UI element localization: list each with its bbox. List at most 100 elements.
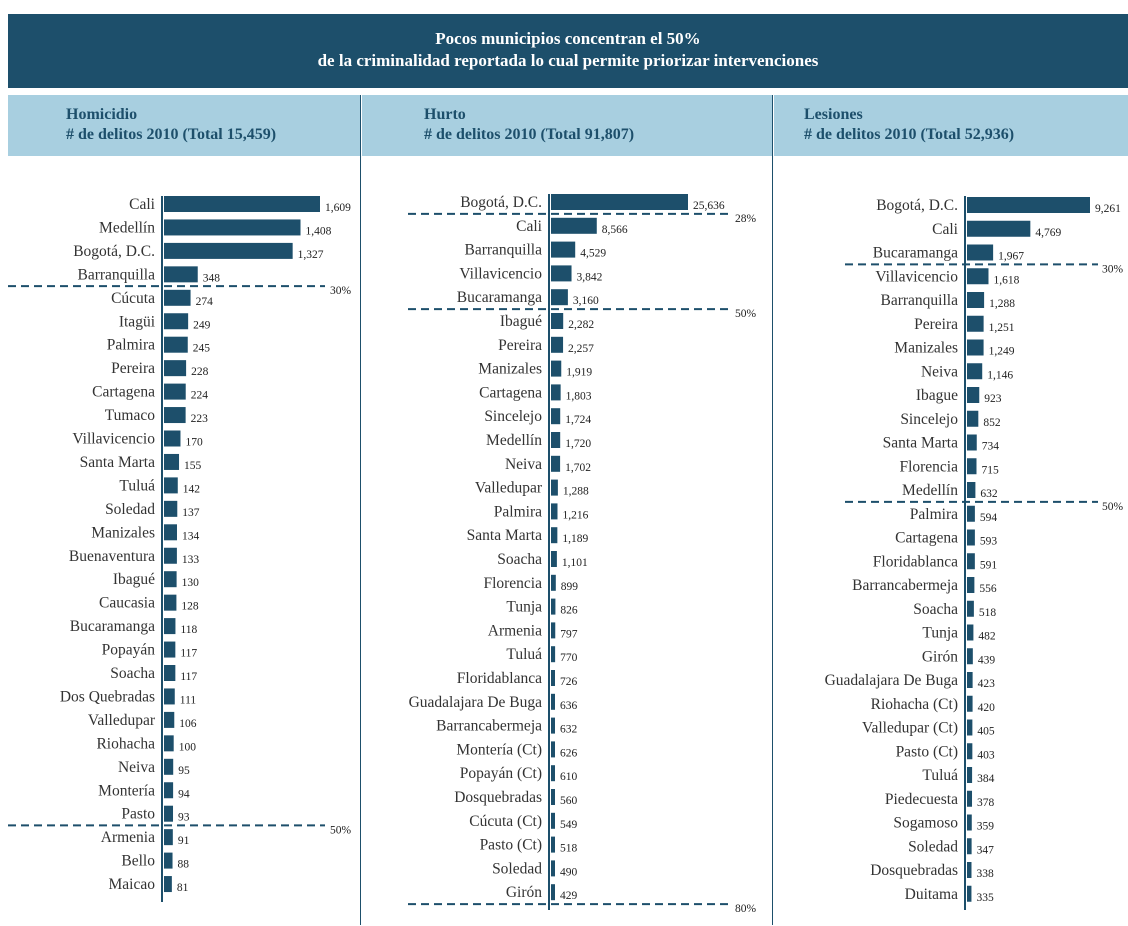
category-label-homicidio: Palmira — [107, 337, 155, 354]
value-label-lesiones: 852 — [983, 417, 1001, 429]
category-label-lesiones: Cali — [932, 221, 959, 238]
value-label-hurto: 1,288 — [563, 486, 589, 498]
bar-homicidio — [164, 289, 191, 306]
value-label-homicidio: 100 — [179, 741, 197, 753]
category-label-homicidio: Bogotá, D.C. — [73, 243, 155, 260]
bar-hurto — [551, 313, 564, 329]
value-label-homicidio: 93 — [178, 812, 190, 824]
panel-subtitle-lesiones: # de delitos 2010 (Total 52,936) — [804, 126, 1015, 143]
bar-lesiones — [967, 814, 972, 831]
value-label-homicidio: 228 — [191, 366, 209, 378]
category-label-homicidio: Caucasia — [99, 595, 155, 612]
bar-lesiones — [967, 577, 975, 593]
bar-lesiones — [967, 387, 980, 403]
value-label-hurto: 429 — [560, 890, 578, 902]
bar-lesiones — [967, 648, 973, 665]
value-label-hurto: 490 — [560, 866, 578, 878]
value-label-homicidio: 1,327 — [298, 249, 324, 261]
bar-homicidio — [164, 500, 178, 517]
category-label-homicidio: Barranquilla — [78, 266, 156, 283]
bar-hurto — [551, 622, 556, 639]
panel-header-homicidio: Homicidio # de delitos 2010 (Total 15,45… — [8, 95, 360, 156]
value-label-lesiones: 359 — [977, 821, 995, 833]
bar-homicidio — [164, 336, 188, 353]
value-label-lesiones: 715 — [981, 464, 999, 476]
value-label-lesiones: 4,769 — [1035, 227, 1061, 239]
value-label-hurto: 2,282 — [568, 319, 594, 331]
threshold-label-hurto: 28% — [735, 213, 757, 225]
value-label-lesiones: 1,251 — [989, 322, 1015, 334]
threshold-label-hurto: 80% — [735, 903, 757, 915]
bar-lesiones — [967, 339, 984, 356]
category-label-lesiones: Cartagena — [895, 530, 958, 547]
value-label-hurto: 1,720 — [565, 438, 591, 450]
category-label-homicidio: Armenia — [101, 829, 155, 846]
bar-hurto — [551, 551, 557, 567]
bar-homicidio — [164, 477, 178, 494]
bar-lesiones — [967, 315, 984, 332]
bar-hurto — [551, 241, 576, 258]
value-label-homicidio: 128 — [181, 601, 199, 613]
value-label-homicidio: 88 — [178, 859, 190, 871]
category-label-lesiones: Tunja — [922, 625, 958, 642]
value-label-hurto: 632 — [560, 724, 578, 736]
value-label-hurto: 1,189 — [562, 533, 588, 545]
category-label-lesiones: Sincelejo — [900, 411, 958, 428]
bar-homicidio — [164, 829, 173, 846]
category-label-homicidio: Soacha — [110, 665, 155, 682]
category-label-hurto: Bogotá, D.C. — [460, 194, 542, 211]
bar-lesiones — [967, 838, 972, 855]
category-label-lesiones: Pasto (Ct) — [896, 743, 958, 760]
category-label-lesiones: Pereira — [914, 316, 958, 333]
value-label-hurto: 610 — [560, 771, 578, 783]
bar-homicidio — [164, 641, 176, 658]
category-label-homicidio: Ibagué — [113, 571, 155, 588]
category-label-lesiones: Santa Marta — [883, 435, 958, 452]
category-label-hurto: Valledupar — [475, 480, 543, 497]
bar-homicidio — [164, 688, 175, 705]
value-label-homicidio: 117 — [180, 671, 197, 683]
value-label-homicidio: 106 — [179, 718, 197, 730]
value-label-hurto: 636 — [560, 700, 578, 712]
value-label-homicidio: 223 — [191, 413, 209, 425]
category-label-lesiones: Sogamoso — [893, 815, 958, 832]
bar-lesiones — [967, 767, 973, 783]
threshold-label-homicidio: 30% — [330, 285, 352, 297]
category-label-lesiones: Duitama — [905, 886, 958, 903]
category-label-lesiones: Barrancabermeja — [852, 577, 958, 594]
value-label-lesiones: 338 — [976, 868, 994, 880]
category-label-hurto: Sincelejo — [484, 408, 542, 425]
value-label-lesiones: 335 — [976, 892, 994, 904]
category-label-lesiones: Manizales — [894, 340, 958, 357]
value-label-hurto: 1,216 — [562, 509, 588, 521]
bar-lesiones — [967, 363, 983, 380]
value-label-lesiones: 1,249 — [989, 346, 1015, 358]
bar-hurto — [551, 503, 558, 520]
title-line-2: de la criminalidad reportada lo cual per… — [317, 51, 819, 70]
value-label-hurto: 797 — [560, 628, 578, 640]
category-label-homicidio: Bello — [121, 853, 155, 870]
category-label-homicidio: Pereira — [111, 360, 155, 377]
bar-homicidio — [164, 547, 177, 564]
value-label-lesiones: 518 — [979, 607, 997, 619]
value-label-hurto: 626 — [560, 747, 578, 759]
bar-homicidio — [164, 453, 180, 470]
bar-homicidio — [164, 430, 181, 447]
category-label-lesiones: Florencia — [899, 458, 958, 475]
category-label-homicidio: Medellín — [99, 219, 155, 236]
value-label-lesiones: 439 — [978, 654, 996, 666]
value-label-hurto: 3,160 — [573, 295, 599, 307]
category-label-homicidio: Santa Marta — [80, 454, 155, 471]
value-label-homicidio: 249 — [193, 319, 211, 331]
value-label-lesiones: 420 — [978, 702, 996, 714]
value-label-hurto: 1,702 — [565, 462, 591, 474]
value-label-hurto: 8,566 — [602, 224, 628, 236]
bar-homicidio — [164, 360, 187, 377]
category-label-homicidio: Buenaventura — [69, 548, 155, 565]
category-label-hurto: Barrancabermeja — [436, 718, 542, 735]
value-label-homicidio: 133 — [182, 554, 200, 566]
bar-hurto — [551, 432, 561, 448]
title-line-1: Pocos municipios concentran el 50% — [435, 29, 701, 48]
value-label-lesiones: 423 — [978, 678, 996, 690]
bar-lesiones — [967, 220, 1031, 237]
